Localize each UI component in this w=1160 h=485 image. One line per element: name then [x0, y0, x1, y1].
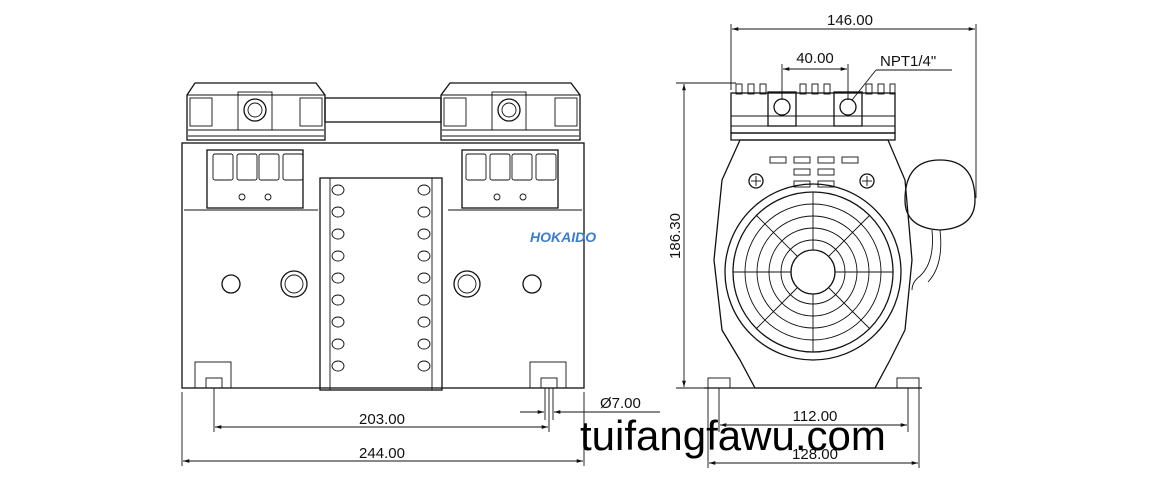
dim-port-spacing: 40.00: [781, 50, 849, 100]
dim-label-244: 244.00: [359, 445, 405, 462]
vent-slots: [769, 156, 859, 188]
dim-label-128: 128.00: [792, 446, 838, 463]
dim-label-186: 186.30: [667, 213, 684, 259]
side-foot-left: [707, 377, 731, 389]
center-motor-housing: [319, 177, 443, 391]
dim-hole-diameter: Ø7.00: [520, 388, 660, 420]
dim-label-146: 146.00: [827, 12, 873, 29]
left-cylinder-head: [186, 82, 326, 209]
front-body-outline: [181, 142, 585, 389]
dim-height: 186.30: [667, 82, 736, 389]
right-mount-foot: [529, 361, 567, 389]
screw-left-icon: [748, 173, 764, 189]
brand-logo: HOKAIDO: [530, 229, 596, 245]
side-head: [730, 83, 896, 134]
dim-mount-spacing-side: 112.00: [718, 388, 909, 432]
fan-guard: [724, 183, 902, 361]
port-thread-label: NPT1/4": [880, 53, 936, 70]
side-foot-right: [896, 377, 920, 389]
watermark-text: tuifangfawu.com: [580, 412, 886, 459]
left-mount-foot: [194, 361, 232, 389]
outlet-port-icon: [839, 98, 857, 116]
dim-label-40: 40.00: [796, 50, 834, 67]
top-connecting-tube: [324, 97, 442, 123]
dim-mount-spacing-front: 203.00: [213, 388, 550, 432]
right-port-large: [453, 270, 481, 298]
port-thread-callout: NPT1/4": [851, 53, 952, 101]
dim-overall-width-side: 146.00: [730, 12, 977, 198]
left-port-small: [221, 274, 241, 294]
dim-label-112: 112.00: [793, 408, 838, 425]
right-cylinder-head: [440, 82, 581, 209]
right-port-small: [522, 274, 542, 294]
side-view: 146.00 40.00 NPT1/4" 186.30 112.00: [667, 12, 977, 468]
front-view: HOKAIDO 244.00 203.00 Ø7.00: [181, 82, 660, 466]
dim-label-203: 203.00: [359, 411, 405, 428]
dim-base-width: 128.00: [707, 388, 920, 468]
capacitor: [904, 159, 976, 291]
dim-label-hole: Ø7.00: [600, 395, 641, 412]
dim-overall-width-front: 244.00: [181, 392, 585, 466]
screw-right-icon: [859, 173, 875, 189]
left-port-large: [280, 270, 308, 298]
inlet-port-icon: [773, 98, 791, 116]
